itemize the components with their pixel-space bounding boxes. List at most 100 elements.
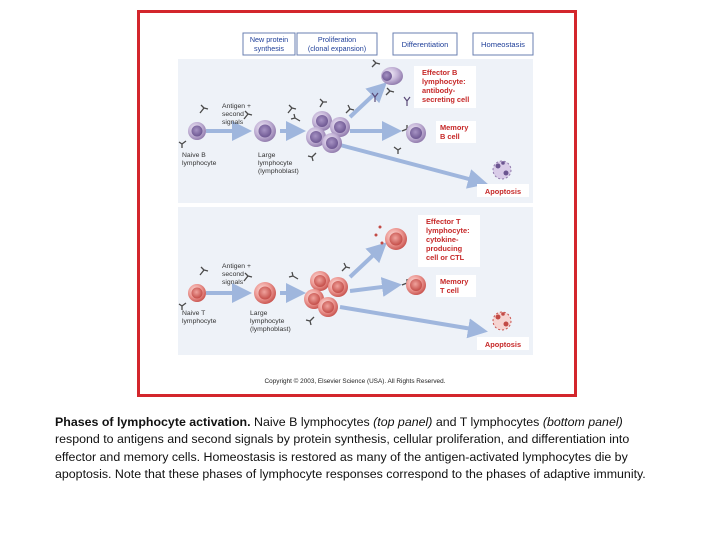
arrow-to-effector <box>348 242 387 279</box>
phase-synthesis-line2: synthesis <box>254 44 284 53</box>
effector-t-label-4: producing <box>426 244 463 253</box>
antigen-icon <box>319 98 327 108</box>
antigen-icon <box>305 316 315 326</box>
clone-cell-nucleus <box>316 115 328 127</box>
clone-cell-nucleus <box>310 131 322 143</box>
antigen-icon <box>178 140 187 148</box>
figure-caption: Phases of lymphocyte activation. Naive B… <box>55 414 655 484</box>
top-panel-arrows <box>206 82 488 189</box>
apoptotic-fragment <box>501 312 505 316</box>
lymphocyte-activation-diagram: New protein synthesis Proliferation (clo… <box>178 32 534 385</box>
clone-cell-nucleus <box>332 281 344 293</box>
phase-box-differentiation <box>392 32 458 56</box>
bottom-panel-arrows <box>206 242 488 339</box>
effector-t-label-box <box>418 215 480 267</box>
memory-t-label-1: Memory <box>440 277 469 286</box>
top-apoptosis-label: Apoptosis <box>485 187 521 196</box>
arrow-to-memory <box>349 277 402 297</box>
effector-t-label-2: lymphocyte: <box>426 226 470 235</box>
memory-b-label-2: B cell <box>440 132 460 141</box>
caption-bottom-panel: (bottom panel) <box>542 415 623 429</box>
apoptotic-fragment <box>503 170 509 176</box>
top-antigens <box>178 59 411 162</box>
antigen-icon <box>345 104 355 114</box>
memory-t-label-2: T cell <box>440 286 459 295</box>
bottom-antigen-label-1: Antigen + <box>222 263 251 270</box>
antigen-icon <box>287 104 297 114</box>
naive-b-cell-nucleus <box>191 125 203 137</box>
antigen-icon <box>371 59 381 68</box>
bottom-apoptosis-label-box <box>477 337 529 350</box>
arrow-to-apoptosis <box>339 143 488 189</box>
top-apoptotic-cell <box>492 160 512 180</box>
arrow-to-effector <box>348 82 387 119</box>
phase-box-homeostasis <box>472 32 534 56</box>
phase-box-proliferation <box>296 32 378 56</box>
phase-homeostasis: Homeostasis <box>481 40 525 49</box>
phase-synthesis-line1: New protein <box>250 35 288 44</box>
effector-t-label-3: cytokine- <box>426 235 459 244</box>
antibodies <box>371 92 411 106</box>
bottom-antigen-label-3: signals <box>222 279 244 286</box>
naive-t-cell-nucleus <box>191 287 203 299</box>
top-antigen-label-2: second <box>222 111 244 118</box>
naive-b-label-2: lymphocyte <box>182 160 217 167</box>
bottom-antigens <box>178 262 411 326</box>
large-t-lymphocyte-nucleus <box>258 286 272 300</box>
memory-t-cell-nucleus <box>410 279 422 291</box>
memory-b-label-1: Memory <box>440 123 469 132</box>
apoptotic-fragment <box>501 161 505 165</box>
caption-text-2: and T lymphocytes <box>432 415 543 429</box>
large-b-lymphocyte-nucleus <box>258 124 272 138</box>
caption-text-3: respond to antigens and second signals b… <box>55 432 646 482</box>
b-cell-clone <box>306 111 350 153</box>
cytokine-dot <box>378 225 382 229</box>
naive-b-label-1: Naive B <box>182 152 206 159</box>
clone-cell-nucleus <box>334 121 346 133</box>
antigen-icon <box>243 110 253 120</box>
caption-text-1: Naive B lymphocytes <box>250 415 374 429</box>
effector-b-cell-nucleus <box>382 71 392 81</box>
t-cell-clone <box>304 271 348 317</box>
top-antigen-label-1: Antigen + <box>222 103 251 110</box>
copyright-notice: Copyright © 2003, Elsevier Science (USA)… <box>265 377 446 385</box>
arrow-to-apoptosis <box>339 305 488 339</box>
apoptotic-fragment <box>495 314 501 320</box>
memory-b-label-box <box>436 121 476 143</box>
clone-cell-nucleus <box>314 275 326 287</box>
figure-frame: New protein synthesis Proliferation (clo… <box>137 10 577 397</box>
top-antigen-label-3: signals <box>222 119 244 126</box>
memory-b-cell-nucleus <box>410 127 422 139</box>
large-b-label-2: lymphocyte <box>258 160 293 167</box>
caption-title: Phases of lymphocyte activation. <box>55 415 251 429</box>
memory-t-label-box <box>436 275 476 297</box>
antibody-icon <box>371 92 379 102</box>
top-apoptosis-label-box <box>477 184 529 197</box>
phase-differentiation: Differentiation <box>402 40 449 49</box>
bottom-panel: Antigen + second signals Naive T lymphoc… <box>178 207 533 355</box>
antigen-icon <box>290 113 301 122</box>
effector-b-label-3: antibody- <box>422 86 456 95</box>
antigen-icon <box>199 266 209 276</box>
large-t-label-2: lymphocyte <box>250 318 285 325</box>
antigen-icon <box>393 146 402 154</box>
cytokines <box>374 225 384 245</box>
large-t-label-3: (lymphoblast) <box>250 326 291 333</box>
phase-proliferation-line1: Proliferation <box>318 35 356 44</box>
antigen-icon <box>307 152 317 162</box>
apoptotic-fragment <box>495 163 501 169</box>
caption-top-panel: (top panel) <box>373 415 433 429</box>
antigen-icon <box>341 262 351 272</box>
clone-cell-nucleus <box>308 293 320 305</box>
antibody-icon <box>403 96 411 106</box>
antigen-icon <box>243 272 253 282</box>
antigen-icon <box>385 87 395 96</box>
antigen-icon <box>288 271 299 280</box>
cytokine-dot <box>380 241 384 245</box>
effector-t-label-5: cell or CTL <box>426 253 465 262</box>
phase-proliferation-line2: (clonal expansion) <box>308 44 366 53</box>
clone-cell-nucleus <box>322 301 334 313</box>
effector-b-label-2: lymphocyte: <box>422 77 466 86</box>
naive-t-label-2: lymphocyte <box>182 318 217 325</box>
large-b-label-1: Large <box>258 152 276 159</box>
